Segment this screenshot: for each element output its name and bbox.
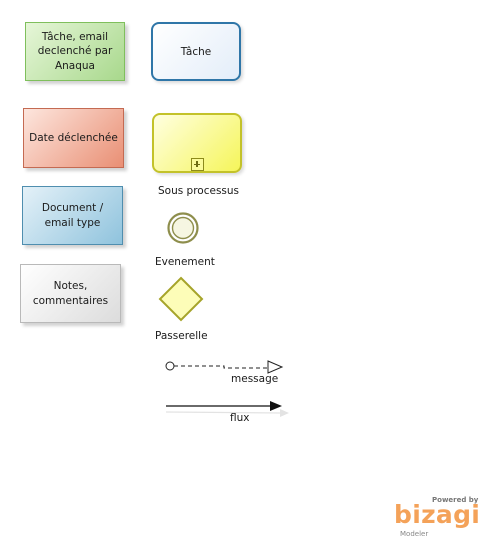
subprocess-expand-icon	[191, 158, 204, 171]
note-document-type-text: Document / email type	[41, 202, 104, 229]
subprocess-shape[interactable]	[152, 113, 242, 173]
note-comments[interactable]: Notes, commentaires	[20, 264, 121, 323]
flow-shadow-line	[165, 411, 281, 414]
message-start-circle	[165, 361, 175, 371]
gateway-shape[interactable]	[157, 275, 205, 323]
flow-label: flux	[230, 412, 250, 424]
gateway-label: Passerelle	[155, 330, 208, 342]
event-label: Evenement	[155, 256, 215, 268]
event-shape[interactable]	[166, 211, 200, 245]
message-flow-connector[interactable]	[160, 356, 290, 378]
message-dashed-line	[174, 365, 268, 369]
note-task-email[interactable]: Tâche, email declenché par Anaqua	[25, 22, 125, 81]
message-label: message	[231, 373, 279, 385]
message-arrowhead	[267, 360, 284, 374]
note-date-triggered-text: Date déclenchée	[29, 131, 118, 144]
bizagi-logo: bizagi	[394, 500, 481, 529]
note-comments-text: Notes, commentaires	[32, 280, 109, 307]
bizagi-modeler-label: Modeler	[400, 530, 429, 538]
subprocess-label: Sous processus	[158, 185, 240, 197]
note-task-email-text: Tâche, email declenché par Anaqua	[37, 31, 113, 72]
task-shape[interactable]: Tâche	[151, 22, 241, 81]
bizagi-powered-by: Powered by	[432, 496, 479, 504]
gateway-diamond	[158, 276, 204, 322]
flow-arrowhead	[270, 401, 282, 411]
note-date-triggered[interactable]: Date déclenchée	[23, 108, 124, 168]
flow-shadow-arrowhead	[280, 409, 289, 417]
sequence-flow-connector[interactable]	[160, 397, 295, 419]
note-document-type[interactable]: Document / email type	[22, 186, 123, 245]
event-inner-ring	[171, 216, 195, 240]
task-label: Tâche	[180, 45, 212, 58]
